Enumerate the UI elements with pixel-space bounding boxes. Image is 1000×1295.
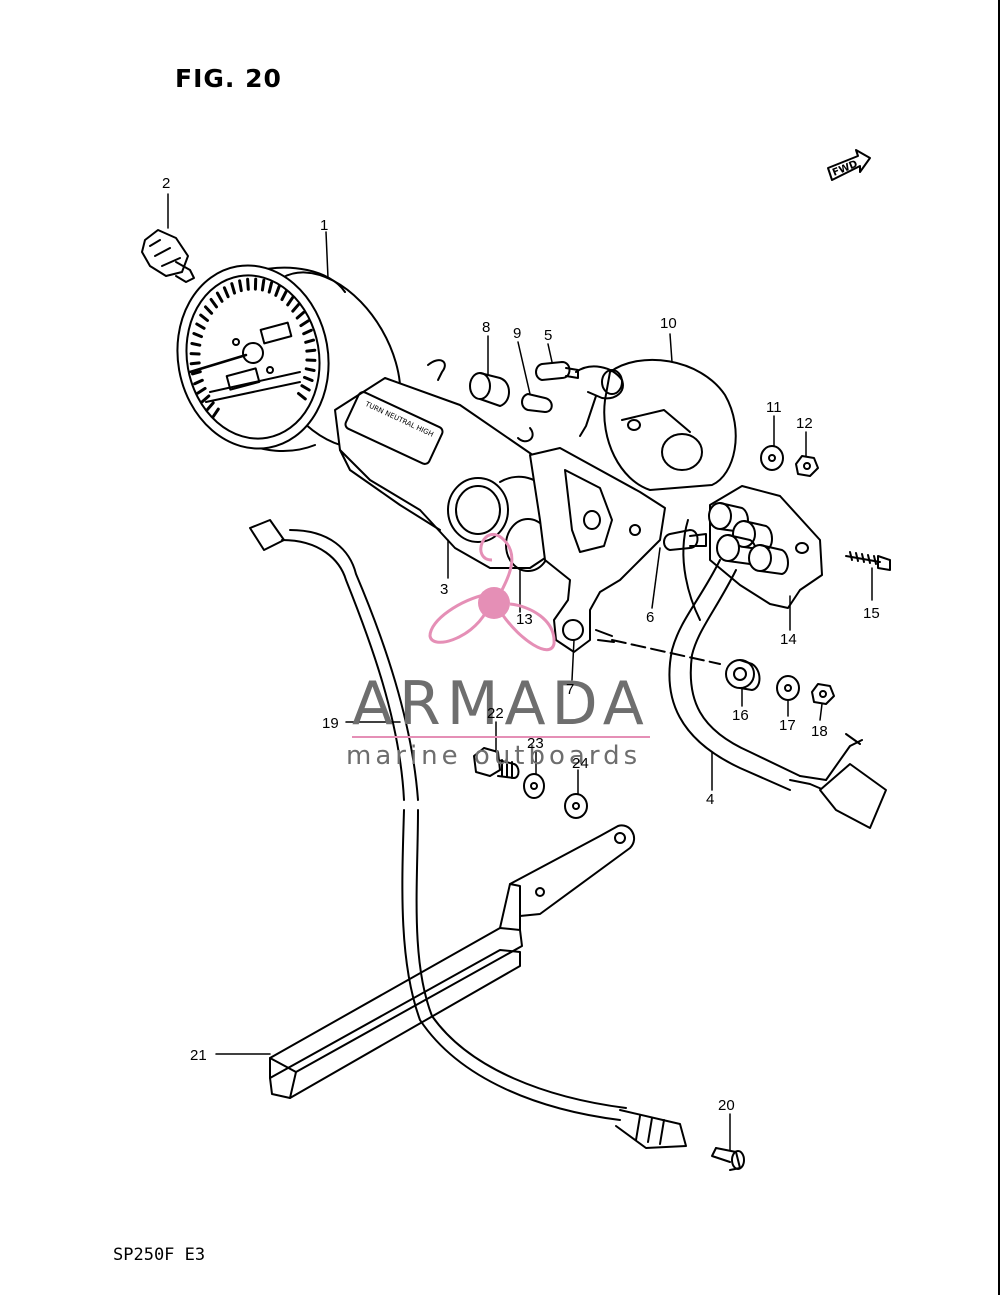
armada-watermark: ARMADA marine outboards <box>346 532 650 771</box>
part-7-bolt <box>595 629 721 665</box>
part-10-meter-case <box>603 358 737 491</box>
leader-lines <box>167 193 873 1151</box>
gauge-tick <box>211 407 220 419</box>
callout-5: 5 <box>544 327 552 344</box>
part-2-knob <box>141 229 195 283</box>
callout-13: 13 <box>516 611 533 628</box>
gauge-tick <box>274 284 281 297</box>
callout-22: 22 <box>487 705 504 722</box>
callout-15: 15 <box>863 605 880 622</box>
gauge-tick <box>295 310 306 320</box>
bulb-socket <box>716 534 740 562</box>
gauge-tick <box>299 319 310 328</box>
callout-20: 20 <box>718 1097 735 1114</box>
gauge-tick <box>205 401 215 412</box>
gauge-tick <box>238 279 243 293</box>
gauge-tick <box>297 392 307 401</box>
part-12-nut <box>795 455 819 477</box>
gauge-tick <box>291 302 301 313</box>
part-23-washer <box>523 773 545 799</box>
callout-14: 14 <box>780 631 797 648</box>
gauge-tick <box>195 322 206 330</box>
callout-17: 17 <box>779 717 796 734</box>
gauge-tick <box>189 361 201 366</box>
propeller-logo-icon <box>428 532 556 652</box>
callout-19: 19 <box>322 715 339 732</box>
gauge-tick <box>196 386 207 395</box>
clip-upper <box>427 359 446 381</box>
part-11-washer <box>760 445 784 471</box>
bulb-socket <box>708 502 732 530</box>
part-3-indicator-housing: TURN NEUTRAL HIGH <box>334 377 571 572</box>
callout-4: 4 <box>706 791 714 808</box>
gauge-tick <box>230 282 236 295</box>
gauge-tick <box>209 298 218 309</box>
gauge-tick <box>280 289 288 302</box>
part-4-wire-harness <box>668 519 887 829</box>
watermark-brand: ARMADA <box>352 669 650 739</box>
gauge-tick <box>199 313 209 322</box>
gauge-tick <box>300 384 311 392</box>
callout-1: 1 <box>320 217 328 234</box>
callout-3: 3 <box>440 581 448 598</box>
part-24-washer <box>564 793 588 819</box>
gauge-tick <box>204 305 214 315</box>
gauge-tick <box>191 370 202 376</box>
callout-2: 2 <box>162 175 170 192</box>
part-20-screw <box>711 1147 745 1171</box>
gauge-tick <box>215 291 224 303</box>
gauge-tick <box>190 342 202 347</box>
watermark-tagline: marine outboards <box>346 741 641 771</box>
callout-9: 9 <box>513 325 521 342</box>
callout-16: 16 <box>732 707 749 724</box>
part-6-bulb <box>663 529 707 551</box>
part-21-cable-bracket <box>269 824 636 1099</box>
callout-8: 8 <box>482 319 490 336</box>
callout-10: 10 <box>660 315 677 332</box>
part-14-socket-plate <box>708 485 823 609</box>
callout-6: 6 <box>646 609 654 626</box>
gauge-tick <box>193 378 204 386</box>
callout-7: 7 <box>566 681 574 698</box>
forward-arrow-icon: FWD <box>827 149 871 181</box>
gauge-tick <box>200 394 211 404</box>
part-22-bolt <box>473 747 520 779</box>
gauge-tick <box>305 348 317 353</box>
gauge-tick <box>286 295 295 307</box>
gauge-tick <box>267 281 274 294</box>
callout-21: 21 <box>190 1047 207 1064</box>
callout-23: 23 <box>527 735 544 752</box>
gauge-tick <box>303 375 314 382</box>
part-18-nut <box>811 683 835 705</box>
gauge-tick <box>246 277 250 291</box>
gauge-tick <box>302 328 313 336</box>
gauge-tick <box>260 278 266 292</box>
gauge-tick <box>192 332 203 339</box>
part-15-screw <box>845 551 891 571</box>
part-17-washer <box>776 675 800 701</box>
part-1-tachometer <box>176 264 402 452</box>
bulb-socket <box>748 544 772 572</box>
lamp-socket <box>575 365 624 437</box>
callout-18: 18 <box>811 723 828 740</box>
model-code: SP250F E3 <box>113 1245 206 1265</box>
figure-title: FIG. 20 <box>175 64 282 93</box>
part-16-grommet <box>725 659 761 691</box>
part-8-grommet <box>469 372 510 407</box>
mounting-bracket <box>529 447 666 653</box>
gauge-tick <box>304 367 316 372</box>
bulb-socket-body <box>759 544 789 575</box>
clip-lower <box>517 427 534 443</box>
part-5-bulb <box>535 361 579 381</box>
gauge-tick <box>304 338 315 344</box>
gauge-tick <box>222 286 230 299</box>
part-9-bulb <box>521 393 553 413</box>
callout-24: 24 <box>572 755 589 772</box>
callout-11: 11 <box>766 399 782 416</box>
callout-12: 12 <box>796 415 813 432</box>
